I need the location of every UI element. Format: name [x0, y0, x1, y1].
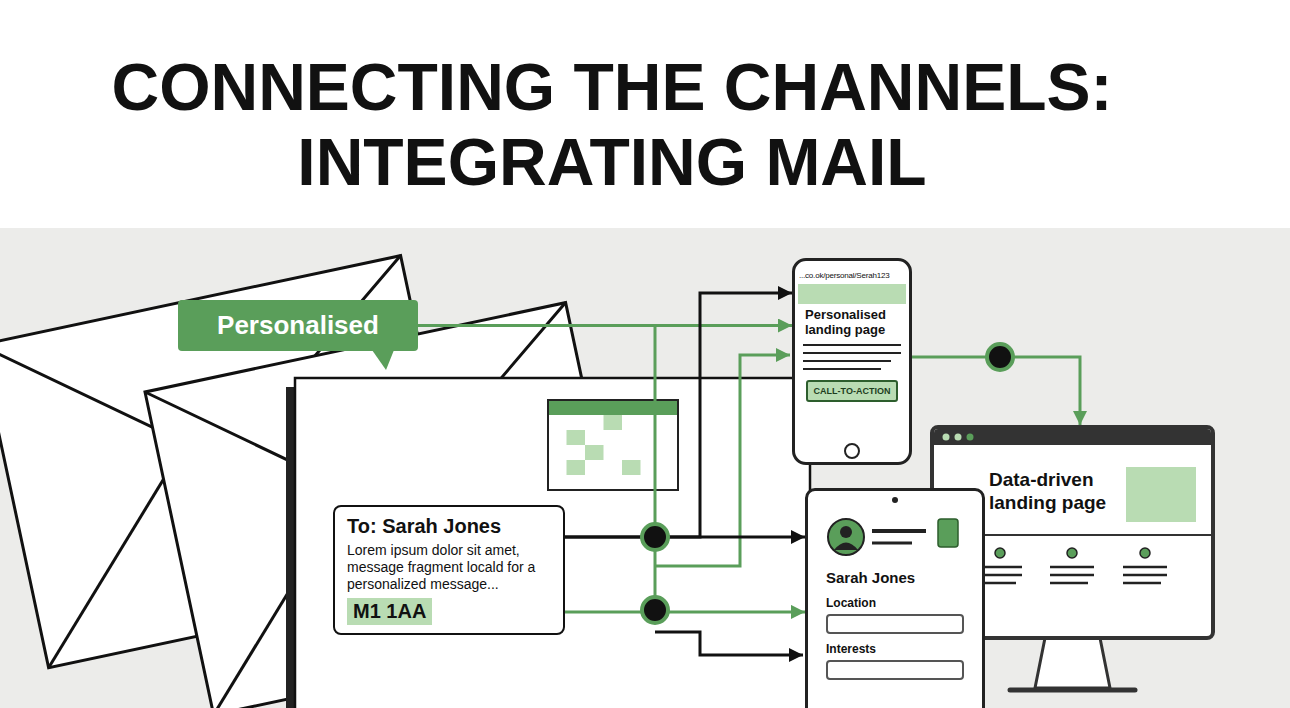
postcode-highlight: M1 1AA	[347, 598, 432, 625]
home-button	[844, 443, 860, 459]
profile-header	[826, 517, 964, 561]
connector	[565, 293, 792, 537]
phone-device: ...co.ok/personal/Serah123Personalised l…	[792, 258, 912, 465]
black-link	[655, 632, 803, 655]
text-line	[803, 344, 901, 346]
profile-name: Sarah Jones	[826, 569, 964, 586]
postcode-slot: M1 1AA	[347, 598, 551, 625]
address-heading: To: Sarah Jones	[347, 515, 551, 538]
monitor-stand	[1010, 638, 1135, 690]
text-line	[803, 352, 901, 354]
text-line	[803, 360, 891, 362]
junction-dot	[987, 344, 1013, 370]
address-box: To: Sarah JonesLorem ipsum dolor sit ame…	[333, 505, 565, 635]
diagram-title: CONNECTING THE CHANNELS: INTEGRATING MAI…	[92, 50, 1132, 200]
button-text: CALL-TO-ACTION	[814, 386, 891, 396]
junction-dot	[642, 524, 668, 550]
callout-tail	[372, 350, 394, 370]
junction-dot	[642, 597, 668, 623]
field-label: Interests	[826, 642, 964, 656]
profile-header	[826, 517, 966, 557]
connector	[565, 536, 805, 539]
page-heading: Data-driven landing page	[989, 469, 1117, 515]
window-bar	[934, 429, 1211, 445]
camera-dot	[892, 497, 898, 503]
hero-image	[1126, 467, 1196, 522]
green-link	[655, 355, 790, 566]
callout-box: Personalised	[178, 300, 418, 351]
input-field	[826, 660, 964, 680]
callout-text: Personalised	[194, 310, 402, 341]
url-text: ...co.ok/personal/Serah123	[799, 271, 905, 280]
sheet-shadow	[286, 387, 801, 708]
text-line	[803, 368, 881, 370]
hero-band	[798, 284, 906, 304]
connector	[912, 357, 1080, 425]
tablet-device: Sarah JonesLocationInterests	[805, 488, 985, 708]
connector	[418, 324, 792, 327]
page-heading: Personalised landing page	[805, 308, 905, 338]
letter-sheet	[295, 378, 810, 708]
cta-button: CALL-TO-ACTION	[806, 380, 899, 402]
message-text: Lorem ipsum dolor sit amet, message frag…	[347, 542, 551, 592]
button-slot: CALL-TO-ACTION	[799, 380, 905, 402]
data-table	[548, 400, 678, 490]
grey-panel	[0, 228, 1290, 708]
field-label: Location	[826, 596, 964, 610]
envelope	[0, 256, 469, 668]
input-field	[826, 614, 964, 634]
postcode-text: M1 1AA	[353, 600, 426, 623]
green-link	[654, 327, 657, 610]
window-bar	[934, 429, 1211, 449]
envelope	[145, 303, 634, 708]
